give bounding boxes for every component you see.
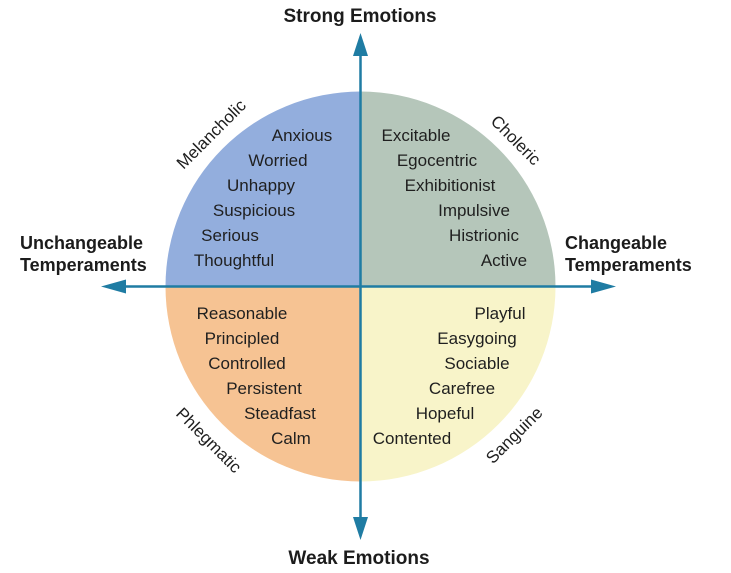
quadrant-choleric-shape (360, 91, 556, 287)
melancholic-trait: Suspicious (213, 201, 295, 220)
melancholic-trait: Anxious (272, 126, 332, 145)
axis-left-label-line1: Unchangeable (20, 233, 143, 253)
axis-top-label: Strong Emotions (283, 6, 436, 27)
phlegmatic-trait: Reasonable (197, 304, 288, 323)
axis-left-label-line2: Temperaments (20, 255, 147, 275)
quadrant-phlegmatic (165, 286, 361, 482)
melancholic-trait: Unhappy (227, 176, 296, 195)
melancholic-trait: Serious (201, 226, 259, 245)
axis-arrowhead-left (101, 279, 126, 294)
axis-right-label-line2: Temperaments (565, 255, 692, 275)
sanguine-trait: Easygoing (437, 329, 516, 348)
phlegmatic-trait: Persistent (226, 379, 302, 398)
quadrant-phlegmatic-shape (165, 286, 361, 482)
axis-arrowhead-top (353, 33, 368, 56)
quadrant-melancholic (165, 91, 361, 287)
quadrant-sanguine-shape (360, 286, 556, 482)
melancholic-trait: Worried (248, 151, 307, 170)
choleric-trait: Impulsive (438, 201, 510, 220)
quadrant-melancholic-shape (165, 91, 361, 287)
melancholic-trait: Thoughtful (194, 251, 274, 270)
quadrant-sanguine (360, 286, 556, 482)
sanguine-trait: Hopeful (416, 404, 475, 423)
phlegmatic-trait: Steadfast (244, 404, 316, 423)
phlegmatic-trait: Principled (205, 329, 280, 348)
axis-bottom-label: Weak Emotions (288, 548, 429, 569)
axis-arrowhead-right (591, 279, 616, 294)
sanguine-trait: Sociable (444, 354, 509, 373)
choleric-trait: Exhibitionist (405, 176, 496, 195)
choleric-trait: Active (481, 251, 527, 270)
axis-arrowhead-bottom (353, 517, 368, 540)
phlegmatic-trait: Controlled (208, 354, 286, 373)
quadrant-choleric (360, 91, 556, 287)
choleric-trait: Egocentric (397, 151, 478, 170)
choleric-trait: Excitable (382, 126, 451, 145)
choleric-trait: Histrionic (449, 226, 519, 245)
sanguine-trait: Playful (474, 304, 525, 323)
axis-right-label-line1: Changeable (565, 233, 667, 253)
sanguine-trait: Contented (373, 429, 451, 448)
phlegmatic-trait: Calm (271, 429, 311, 448)
sanguine-trait: Carefree (429, 379, 495, 398)
